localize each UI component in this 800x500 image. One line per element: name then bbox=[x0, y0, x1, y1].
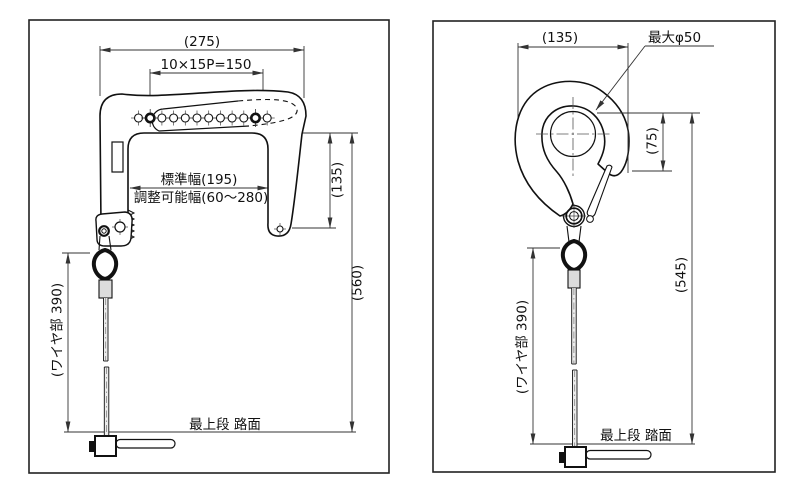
right-view-hook: (135) 最大φ50 (75) (545) (ワイヤ部 390) 最上段 踏面 bbox=[432, 20, 776, 473]
jaw-tip-hole bbox=[274, 223, 286, 235]
left-dimension-lines bbox=[62, 46, 358, 433]
max-dia-leader bbox=[595, 45, 714, 111]
link-plate bbox=[95, 211, 133, 247]
right-view-border bbox=[432, 20, 776, 473]
wire-rope bbox=[103, 298, 110, 436]
shackle-line bbox=[98, 235, 101, 251]
dim-adjustable-width-label: 調整可能幅(60〜280) bbox=[134, 190, 268, 206]
dim-jaw-depth-label: (135) bbox=[330, 162, 346, 198]
max-diameter-label: 最大φ50 bbox=[648, 30, 701, 46]
left-view-clamp: (275) 10×15P=150 標準幅(195) 調整可能幅(60〜280) … bbox=[28, 19, 390, 474]
wire-thimble bbox=[560, 238, 588, 273]
slider-bar-hidden bbox=[237, 98, 298, 127]
wire-ferrule bbox=[567, 269, 581, 289]
left-view-border bbox=[28, 19, 390, 474]
safety-latch bbox=[586, 164, 613, 218]
shackle-line bbox=[108, 235, 112, 251]
shackle-line bbox=[566, 225, 570, 243]
dim-hook-height-label: (545) bbox=[674, 257, 690, 293]
dim-overall-height-label: (560) bbox=[350, 265, 366, 301]
dim-overall-width-label: (275) bbox=[184, 34, 220, 50]
latch-pin bbox=[586, 215, 594, 223]
ground-line-label: 最上段 路面 bbox=[189, 417, 261, 433]
dim-wire-section-label: (ワイヤ部 390) bbox=[515, 300, 531, 394]
wire-thimble bbox=[91, 247, 119, 282]
wire-ferrule bbox=[98, 279, 113, 299]
ground-line-label: 最上段 踏面 bbox=[600, 428, 672, 444]
right-dimension-lines bbox=[517, 43, 695, 445]
dim-hook-width-label: (135) bbox=[542, 30, 578, 46]
toggle-bar bbox=[89, 435, 176, 457]
hook-body bbox=[514, 80, 630, 217]
wire-rope bbox=[571, 288, 578, 447]
toggle-bar bbox=[559, 446, 652, 468]
hook-pin bbox=[562, 204, 586, 228]
right-extension-lines bbox=[597, 43, 700, 445]
dim-wire-section-label: (ワイヤ部 390) bbox=[50, 283, 66, 377]
clamp-slot bbox=[111, 141, 124, 173]
dim-throat-depth-label: (75) bbox=[645, 127, 661, 155]
dim-pitch-label: 10×15P=150 bbox=[161, 57, 252, 73]
pipe-section-circle bbox=[536, 97, 610, 177]
link-plate-holes bbox=[98, 219, 128, 237]
dim-standard-width-label: 標準幅(195) bbox=[161, 172, 238, 188]
shackle-line bbox=[578, 225, 582, 243]
